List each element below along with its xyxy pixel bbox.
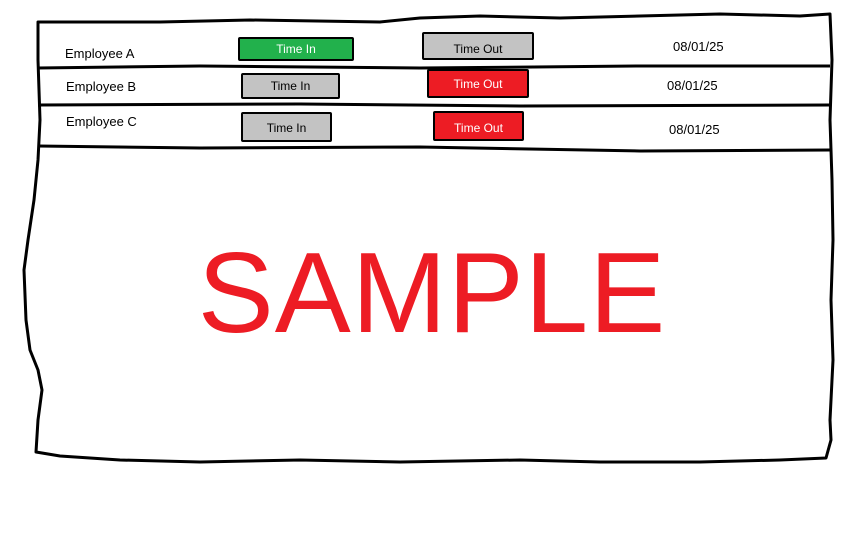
employee-name: Employee A	[65, 46, 135, 61]
sample-watermark: SAMPLE	[197, 230, 667, 357]
panel-border	[22, 12, 835, 464]
row-divider	[37, 64, 830, 70]
time-in-button[interactable]: Time In	[241, 73, 340, 99]
entry-date: 08/01/25	[669, 122, 720, 137]
employee-row: Employee A Time In Time Out 08/01/25	[40, 28, 830, 66]
time-out-button[interactable]: Time Out	[433, 111, 524, 141]
employee-row: Employee B Time In Time Out 08/01/25	[40, 66, 830, 104]
time-out-button[interactable]: Time Out	[427, 69, 529, 98]
employee-name: Employee B	[66, 79, 137, 94]
row-divider	[37, 102, 831, 108]
entry-date: 08/01/25	[673, 39, 724, 54]
time-in-button[interactable]: Time In	[241, 112, 332, 142]
row-divider	[37, 144, 831, 153]
time-in-button[interactable]: Time In	[238, 37, 354, 61]
employee-name: Employee C	[66, 114, 137, 129]
time-out-button[interactable]: Time Out	[422, 32, 534, 60]
entry-date: 08/01/25	[667, 78, 718, 93]
employee-row: Employee C Time In Time Out 08/01/25	[40, 104, 830, 150]
